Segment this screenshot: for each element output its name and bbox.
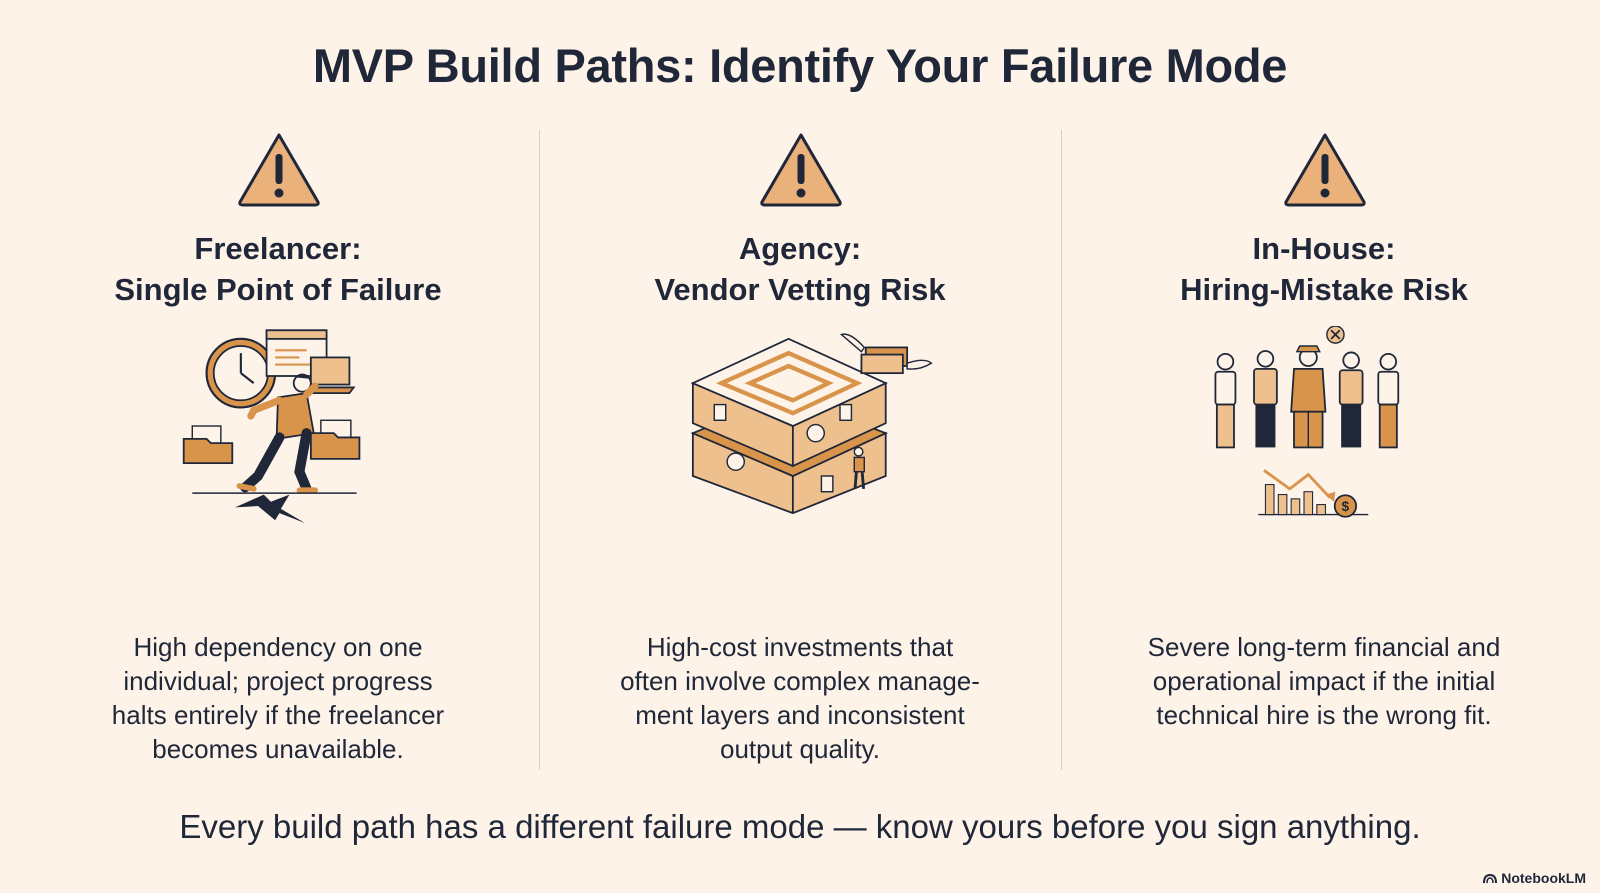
desc-line: High dependency on one xyxy=(133,632,423,662)
chart-icon xyxy=(1258,469,1369,516)
warning-icon xyxy=(760,133,842,207)
agency-maze-illustration xyxy=(690,333,933,515)
column-heading: Freelancer: Single Point of Failure xyxy=(18,228,538,310)
desc-line: operational impact if the initial xyxy=(1152,666,1496,696)
desc-line: often involve complex manage- xyxy=(620,666,980,696)
money-icon xyxy=(840,333,933,375)
column-in-house: In-House: Hiring-Mistake Risk xyxy=(1064,128,1584,768)
heading-line: Single Point of Failure xyxy=(114,272,442,307)
desc-line: individual; project progress xyxy=(123,666,433,696)
laptop-icon xyxy=(303,356,356,395)
crack-icon xyxy=(235,494,306,524)
brand-label: NotebookLM xyxy=(1501,870,1586,886)
in-house-illustration: $ xyxy=(1214,326,1400,518)
desc-line: output quality. xyxy=(720,734,880,764)
brand-mark: NotebookLM xyxy=(1483,870,1586,886)
heading-line: Agency: xyxy=(738,231,862,266)
footer-tagline: Every build path has a different failure… xyxy=(179,808,1421,845)
notebooklm-logo-icon xyxy=(1483,873,1498,884)
column-description: High dependency on one individual; proje… xyxy=(18,630,538,766)
people-icon xyxy=(1214,326,1400,449)
column-heading: Agency: Vendor Vetting Risk xyxy=(540,228,1060,310)
desc-line: technical hire is the wrong fit. xyxy=(1156,700,1492,730)
warning-icon xyxy=(238,133,320,207)
warning-icon xyxy=(1284,133,1366,207)
column-heading: In-House: Hiring-Mistake Risk xyxy=(1064,228,1584,310)
column-description: Severe long-term financial and operation… xyxy=(1064,630,1584,732)
column-description: High-cost investments that often involve… xyxy=(540,630,1060,766)
desc-line: High-cost investments that xyxy=(646,632,954,662)
desc-line: becomes unavailable. xyxy=(152,734,404,764)
heading-line: In-House: xyxy=(1252,231,1396,266)
folder-icon xyxy=(182,425,234,465)
column-agency: Agency: Vendor Vetting Risk xyxy=(540,128,1060,768)
person-figure xyxy=(236,373,319,494)
dollar-icon: $ xyxy=(1333,494,1358,518)
heading-line: Vendor Vetting Risk xyxy=(654,272,946,307)
column-divider xyxy=(1061,130,1062,770)
column-freelancer: Freelancer: Single Point of Failure xyxy=(18,128,538,768)
column-divider xyxy=(539,130,540,770)
svg-text:$: $ xyxy=(1342,499,1350,514)
heading-line: Freelancer: xyxy=(194,231,362,266)
folder-icon xyxy=(309,419,361,460)
maze-icon xyxy=(690,337,889,515)
clock-icon xyxy=(205,337,277,409)
heading-line: Hiring-Mistake Risk xyxy=(1180,272,1468,307)
desc-line: Severe long-term financial and xyxy=(1147,632,1501,662)
freelancer-illustration xyxy=(182,329,361,524)
person-figure xyxy=(853,446,865,489)
desc-line: halts entirely if the freelancer xyxy=(111,700,445,730)
desc-line: ment layers and inconsistent xyxy=(635,700,965,730)
page-title: MVP Build Paths: Identify Your Failure M… xyxy=(312,39,1288,92)
